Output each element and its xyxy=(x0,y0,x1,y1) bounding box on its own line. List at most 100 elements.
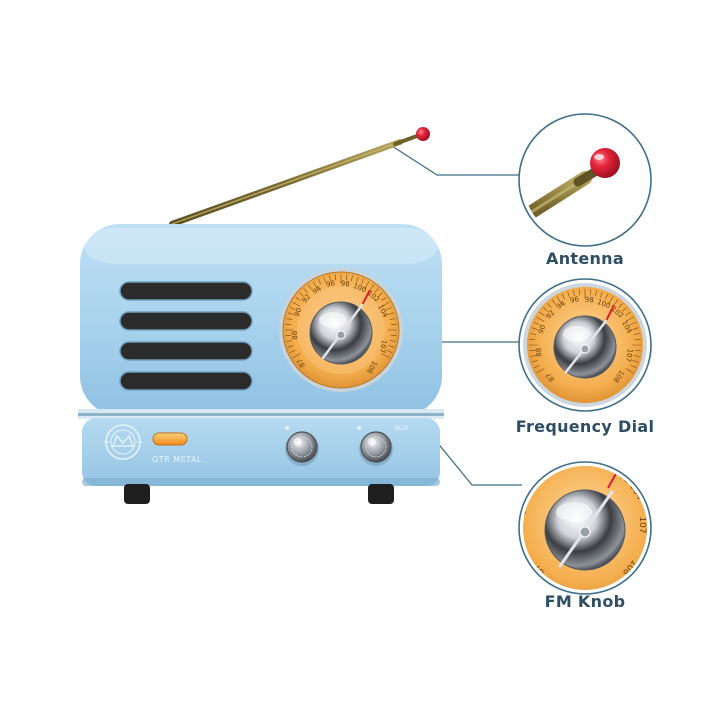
dial-tick xyxy=(292,301,301,307)
dial-tick xyxy=(285,323,292,326)
dial-tick xyxy=(632,360,639,363)
dial-tick xyxy=(589,289,592,296)
brand-text: OTR METAL xyxy=(152,455,202,464)
dial-tick xyxy=(386,350,393,354)
dial-tick xyxy=(329,275,331,282)
dial-tick xyxy=(536,316,545,322)
dial-tick xyxy=(634,338,641,341)
closeup-dial-number: 87 xyxy=(545,371,557,383)
dial-tick xyxy=(370,284,375,290)
dial-tick xyxy=(351,275,353,282)
power-led xyxy=(152,432,188,446)
speaker-grille xyxy=(119,281,253,391)
dial-tick xyxy=(295,296,301,301)
dial-tick xyxy=(533,321,540,325)
dial-tick xyxy=(286,318,293,320)
bluetooth-indicator-icon xyxy=(357,426,361,430)
dial-tick xyxy=(630,321,637,325)
dial-tick xyxy=(621,307,627,312)
dial-tick xyxy=(633,333,640,335)
dial-number: 94 xyxy=(311,284,323,296)
dial-tick xyxy=(600,291,603,298)
dial-red-marker xyxy=(361,289,371,306)
closeup-knob-number: 100 xyxy=(597,459,617,475)
volume-knob[interactable] xyxy=(285,431,319,466)
dial-tick xyxy=(543,307,549,312)
dial-tick xyxy=(614,299,619,305)
dial-tick xyxy=(323,276,326,283)
closeup-knob-number: 96 xyxy=(565,458,578,470)
dial-tick xyxy=(381,353,390,359)
dial-tick xyxy=(317,278,321,285)
dial-ticks xyxy=(285,274,397,359)
frequency-dial-closeup: 88 90 92 94 96 98 100 102 104 107 108 87 xyxy=(518,278,652,412)
fm-knob-label: FM Knob xyxy=(544,592,626,611)
closeup-dial-number: 96 xyxy=(569,295,580,305)
closeup-dial-number: 88 xyxy=(535,347,544,357)
dial-tick xyxy=(374,288,379,294)
antenna xyxy=(169,127,430,227)
dial-tick xyxy=(381,296,387,301)
dial-tick xyxy=(529,338,536,341)
dial-tick xyxy=(388,345,395,348)
dial-tick xyxy=(334,274,337,281)
fm-knob-closeup: 88 90 92 94 96 98 100 102 104 107 108 87 xyxy=(518,457,652,595)
antenna-label: Antenna xyxy=(546,249,624,268)
frequency-dial-icon xyxy=(580,344,590,354)
dial-tick xyxy=(561,293,565,300)
dial-tick xyxy=(634,349,641,352)
closeup-dial-number: 92 xyxy=(545,309,557,321)
dial-tick xyxy=(531,360,538,363)
dial-tick xyxy=(303,288,308,294)
dial-tick xyxy=(364,281,370,290)
dial-tick xyxy=(361,278,365,285)
dial-tick xyxy=(389,318,396,320)
dial-number: 92 xyxy=(301,293,313,305)
dial-tick xyxy=(539,311,545,316)
dial-tick xyxy=(630,365,637,369)
dial-number: 87 xyxy=(296,357,307,369)
dial-tick xyxy=(388,312,395,315)
dial-tick xyxy=(377,292,383,297)
brand-logo xyxy=(104,424,142,460)
dial-tick xyxy=(547,303,552,309)
dial-tick xyxy=(530,333,537,335)
dial-tick xyxy=(289,306,296,310)
dial-tick xyxy=(285,334,292,337)
dial-tick xyxy=(533,365,540,369)
dial-tick xyxy=(307,284,312,290)
dial-tick xyxy=(608,296,614,305)
dial-tick xyxy=(605,293,609,300)
dial-tick xyxy=(390,323,397,326)
frequency-dial-label: Frequency Dial xyxy=(515,417,655,436)
closeup-dial-number: 90 xyxy=(537,324,548,335)
dial-tick xyxy=(292,353,301,359)
closeup-dial-number: 98 xyxy=(584,296,594,305)
dial-tick xyxy=(289,350,296,354)
dial-tick xyxy=(625,316,634,322)
fm-knob-icon xyxy=(579,526,591,538)
dial-tick xyxy=(287,345,294,348)
closeup-knob-number: 98 xyxy=(583,457,596,468)
antenna-closeup xyxy=(518,113,652,247)
dial-tick xyxy=(530,355,537,357)
dial-tick xyxy=(567,291,570,298)
dial-tick xyxy=(356,276,359,283)
antenna-callout-line xyxy=(391,145,522,176)
dial-tick xyxy=(286,340,293,342)
dial-number: 96 xyxy=(325,279,336,289)
antenna-tip-icon xyxy=(416,127,430,141)
right-foot xyxy=(368,484,394,504)
dial-tick xyxy=(618,303,623,309)
closeup-knob-number: 88 xyxy=(518,503,530,516)
dial-number: 88 xyxy=(291,330,300,340)
dial-tick xyxy=(595,290,597,297)
dial-tick xyxy=(632,327,639,330)
dial-number: 98 xyxy=(340,280,350,289)
dial-tick xyxy=(299,292,305,297)
dial-tick xyxy=(529,349,536,352)
fm-knob[interactable] xyxy=(359,431,393,466)
dial-tick xyxy=(625,368,634,374)
